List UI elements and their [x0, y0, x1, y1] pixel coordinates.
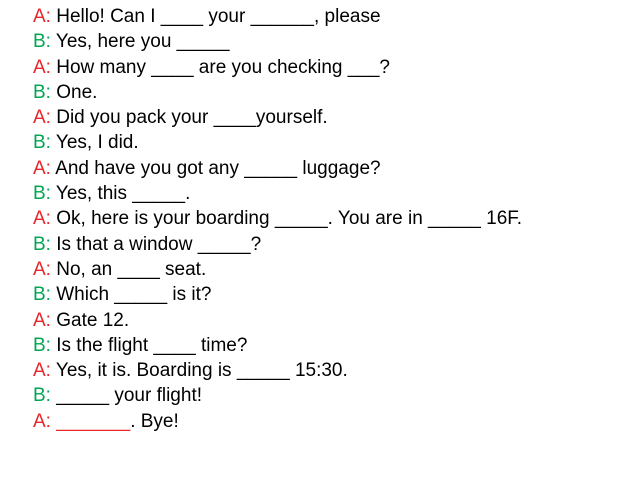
dialogue-line: B: Yes, this _____. [33, 181, 630, 206]
speaker-b-label: B: [33, 233, 51, 255]
speaker-b-label: B: [33, 284, 51, 306]
speaker-a-label: A: [33, 360, 51, 382]
speaker-b-label: B: [33, 334, 51, 356]
dialogue-line: A: Ok, here is your boarding _____. You … [33, 206, 630, 231]
line-text: _____ your flight! [56, 385, 202, 407]
dialogue-line: B: Is that a window _____? [33, 232, 630, 257]
dialogue-line: B: Yes, here you _____ [33, 29, 630, 54]
line-text: Is that a window _____? [56, 233, 262, 255]
speaker-a-label: A: [33, 309, 51, 331]
line-text: Gate 12. [56, 309, 130, 331]
speaker-a-label: A: [33, 157, 51, 179]
dialogue-line: A: Gate 12. [33, 308, 630, 333]
speaker-a-label: A: [33, 258, 51, 280]
line-text: And have you got any _____ luggage? [55, 157, 381, 179]
speaker-b-label: B: [33, 132, 51, 154]
line-text: No, an ____ seat. [56, 258, 207, 280]
line-text: Yes, here you _____ [55, 31, 230, 53]
line-text: One. [56, 81, 98, 103]
dialogue-line: B: Is the flight ____ time? [33, 333, 630, 358]
dialogue-line: B: _____ your flight! [33, 383, 630, 408]
dialogue-line: A: No, an ____ seat. [33, 257, 630, 282]
line-text: Which _____ is it? [56, 284, 212, 306]
dialogue-line: A: _______. Bye! [33, 409, 630, 434]
line-text: Is the flight ____ time? [56, 334, 248, 356]
speaker-b-label: B: [33, 183, 51, 205]
line-text: Yes, I did. [55, 132, 139, 154]
speaker-b-label: B: [33, 31, 51, 53]
speaker-a-label: A: [33, 208, 51, 230]
dialogue-line: B: Which _____ is it? [33, 282, 630, 307]
dialogue-line: B: One. [33, 80, 630, 105]
dialogue-line: A: Did you pack your ____yourself. [33, 105, 630, 130]
speaker-a-label: A: [33, 56, 51, 78]
speaker-a-label: A: [33, 410, 51, 432]
line-text: Yes, this _____. [55, 183, 191, 205]
speaker-a-label: A: [33, 6, 51, 27]
line-text: Ok, here is your boarding _____. You are… [56, 208, 523, 230]
dialogue-line: A: How many ____ are you checking ___? [33, 55, 630, 80]
dialogue-line: A: Yes, it is. Boarding is _____ 15:30. [33, 358, 630, 383]
line-text: Hello! Can I ____ your ______, please [56, 6, 381, 27]
line-text: How many ____ are you checking ___? [56, 56, 390, 78]
red-blank: _______ [56, 410, 131, 432]
dialogue-line: A: Hello! Can I ____ your ______, please [33, 4, 630, 29]
dialogue-line: B: Yes, I did. [33, 130, 630, 155]
speaker-b-label: B: [33, 81, 51, 103]
line-text: Yes, it is. Boarding is _____ 15:30. [55, 360, 348, 382]
speaker-a-label: A: [33, 107, 51, 129]
line-text: Did you pack your ____yourself. [56, 107, 328, 129]
dialogue-line: A: And have you got any _____ luggage? [33, 156, 630, 181]
line-text: . Bye! [130, 410, 179, 432]
speaker-b-label: B: [33, 385, 51, 407]
